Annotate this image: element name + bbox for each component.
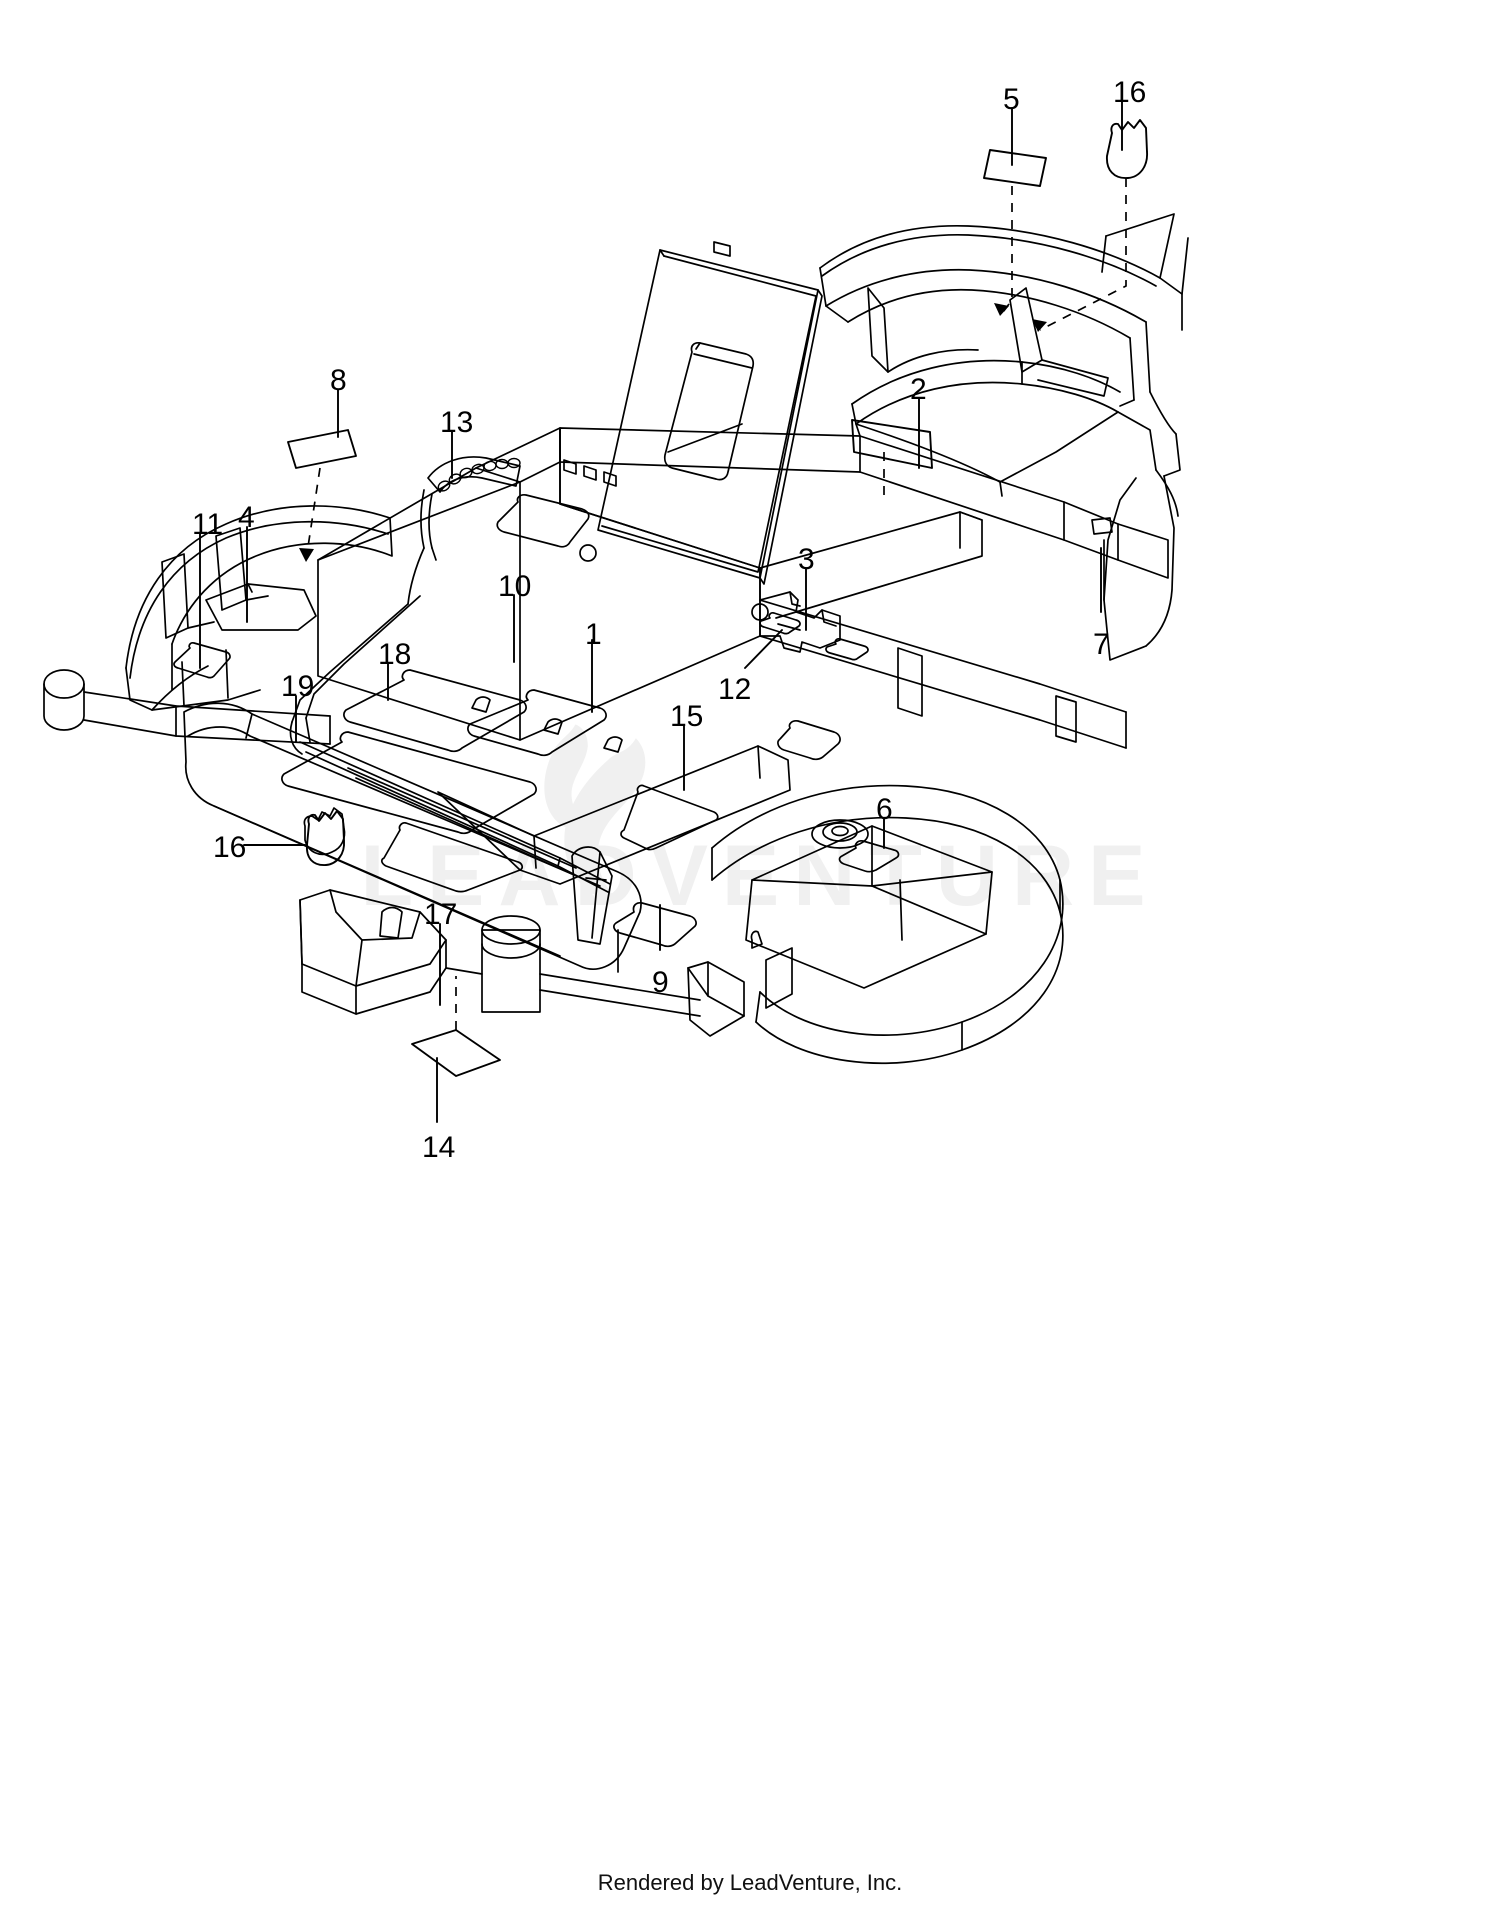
dash-16	[1039, 178, 1127, 331]
chain-guard	[289, 456, 521, 755]
front-left-axle-tube	[43, 669, 331, 745]
callout-number-1[interactable]: 1	[585, 618, 602, 651]
part-5-decal	[983, 149, 1047, 187]
callout-number-13[interactable]: 13	[440, 406, 474, 439]
leader-line-12	[744, 629, 783, 669]
callout-number-19[interactable]: 19	[281, 670, 315, 703]
right-mount-bracket	[759, 591, 869, 661]
tilted-seat-panel	[597, 241, 823, 585]
callout-number-14[interactable]: 14	[422, 1131, 456, 1164]
cutting-deck-shell	[613, 784, 1064, 1064]
callout-number-16[interactable]: 16	[1113, 76, 1147, 109]
deck-top-panel	[281, 427, 769, 835]
leadventure-watermark: LEADVENTURE	[360, 724, 1159, 924]
dash-5	[999, 186, 1013, 317]
callout-number-6[interactable]: 6	[876, 793, 893, 826]
rear-shield-assembly	[819, 213, 1189, 661]
callout-number-3[interactable]: 3	[798, 543, 815, 576]
callout-number-8[interactable]: 8	[330, 364, 347, 397]
front-caster-bracket	[299, 846, 701, 1017]
callout-number-10[interactable]: 10	[498, 570, 532, 603]
callout-number-15[interactable]: 15	[670, 700, 704, 733]
assembly-linework	[43, 213, 1189, 1064]
callout-leader-lines	[199, 101, 1123, 1123]
part-2-decal	[851, 419, 933, 469]
svg-text:LEADVENTURE: LEADVENTURE	[360, 828, 1159, 924]
deck-rear-bracket	[777, 720, 903, 941]
part-16-clip	[1106, 119, 1148, 179]
callout-number-17[interactable]: 17	[424, 898, 458, 931]
callout-number-7[interactable]: 7	[1093, 628, 1110, 661]
exploded-parts	[287, 119, 1148, 1077]
part-16b-clip	[306, 810, 345, 866]
assembly-arrowheads	[299, 303, 1047, 562]
dash-8	[305, 467, 321, 561]
part-14-decal	[411, 1029, 501, 1077]
callout-number-16b[interactable]: 16	[213, 831, 247, 864]
callout-number-9[interactable]: 9	[652, 966, 669, 999]
callout-number-4[interactable]: 4	[238, 501, 255, 534]
footer-attribution: Rendered by LeadVenture, Inc.	[597, 1870, 903, 1895]
part-8-decal	[287, 429, 357, 469]
deck-belt-cover	[299, 741, 791, 893]
callout-number-18[interactable]: 18	[378, 638, 412, 671]
callout-number-12[interactable]: 12	[718, 673, 752, 706]
frame-rails	[559, 427, 1169, 749]
callout-number-2[interactable]: 2	[910, 373, 927, 406]
left-front-shield	[125, 505, 393, 711]
callout-number-5[interactable]: 5	[1003, 83, 1020, 116]
callout-number-11[interactable]: 11	[192, 508, 224, 541]
